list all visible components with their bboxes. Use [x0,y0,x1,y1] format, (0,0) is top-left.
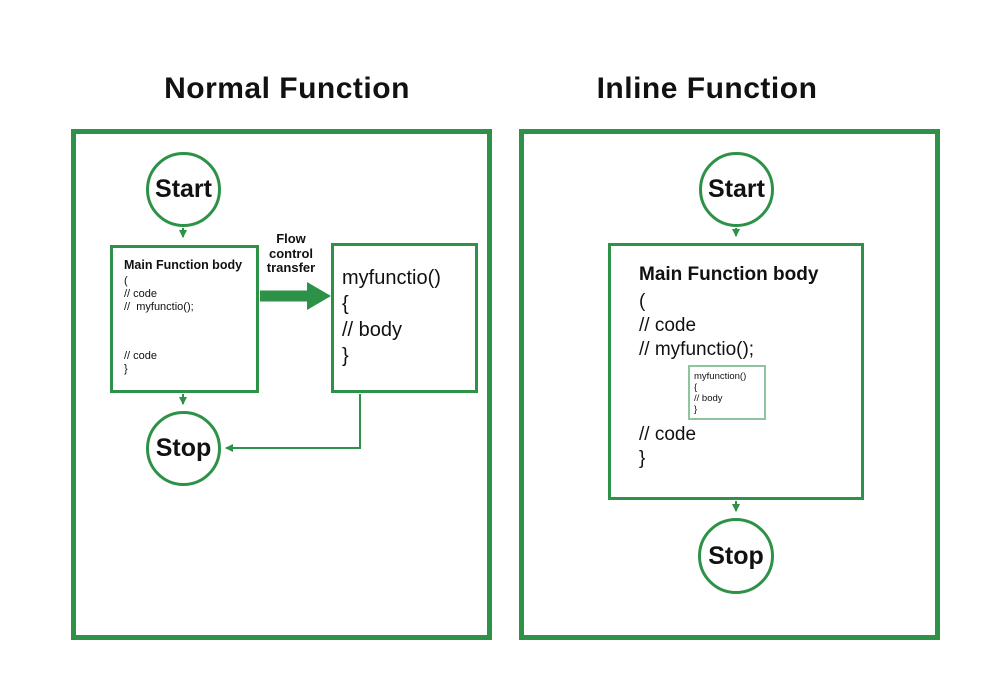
code-line: myfunction() [694,371,747,382]
code-line: // body [694,393,723,404]
stop-node-label: Stop [708,541,764,570]
main-function-body-box: Main Function body ( // code // myfuncti… [110,245,259,393]
code-line: // code [639,315,697,336]
flow-label-line: control [268,245,314,261]
code-line: // code [124,288,158,300]
code-line: } [342,345,349,367]
code-line: } [694,404,698,415]
stop-node: Stop [146,411,221,486]
code-line: // code [124,350,158,362]
code-line: { [342,293,349,315]
flow-control-transfer-label: Flow control transfer [254,231,328,276]
flow-label-line: transfer [266,260,316,275]
start-node: Start [146,152,221,227]
code-line: ( [639,291,646,312]
code-line: // code [639,424,697,445]
code-line: } [639,448,646,469]
left-diagram-title: Normal Function [164,72,410,105]
stop-node: Stop [698,518,774,594]
code-line: // body [342,319,403,341]
main-function-body-box: Main Function body ( // code // myfuncti… [608,243,864,500]
code-line: myfunctio() [342,267,441,289]
code-line: ( [124,275,128,287]
main-function-body-heading: Main Function body [124,258,243,272]
flow-label-line: Flow [276,231,306,246]
code-line: // myfunctio(); [124,301,194,313]
start-node-label: Start [708,175,765,203]
inlined-function-box: myfunction() { // body } [688,365,766,420]
start-node: Start [699,152,774,227]
code-line: { [694,382,698,393]
start-node-label: Start [155,175,212,203]
code-line: } [124,363,128,375]
main-function-body-heading: Main Function body [639,264,819,285]
called-function-box: myfunctio() { // body } [331,243,478,393]
code-gap [124,314,248,350]
right-diagram-title: Inline Function [596,72,818,105]
stop-node-label: Stop [155,434,212,462]
code-line: // myfunctio(); [639,339,755,360]
